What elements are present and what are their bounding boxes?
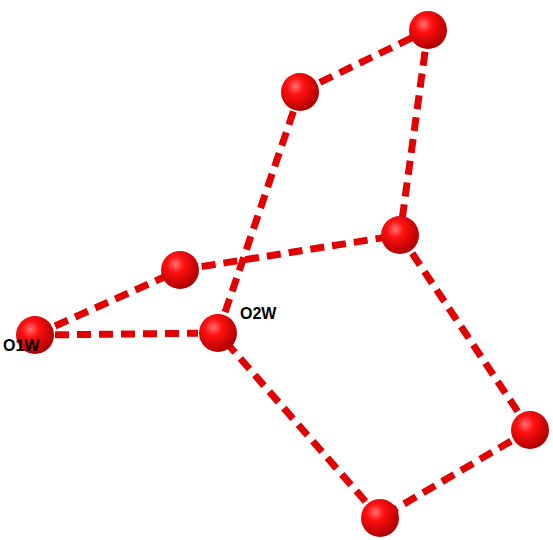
hydrogen-bond [380, 430, 530, 518]
hydrogen-bond [35, 30, 530, 518]
hydrogen-bond [300, 30, 428, 92]
hydrogen-bond [218, 92, 300, 333]
oxygen-atom [381, 216, 419, 254]
oxygen-atom [161, 251, 199, 289]
atom-label: O2W [240, 305, 276, 323]
hydrogen-bond [218, 333, 380, 518]
hydrogen-bond [400, 235, 530, 430]
atom-label: O1W [3, 337, 39, 355]
hydrogen-bond [400, 30, 428, 235]
oxygen-atom [281, 73, 319, 111]
water-oxygen-atom: O2W [198, 313, 238, 353]
water-oxygen-atom: O1W [15, 315, 55, 355]
hydrogen-bond [180, 235, 400, 270]
oxygen-atom [361, 499, 399, 537]
oxygen-sphere [199, 314, 237, 352]
hydrogen-bond [35, 270, 180, 335]
oxygen-atom [409, 11, 447, 49]
oxygen-atoms [161, 11, 549, 537]
hydrogen-bond [55, 333, 198, 335]
oxygen-sphere [198, 313, 238, 353]
oxygen-atom [511, 411, 549, 449]
